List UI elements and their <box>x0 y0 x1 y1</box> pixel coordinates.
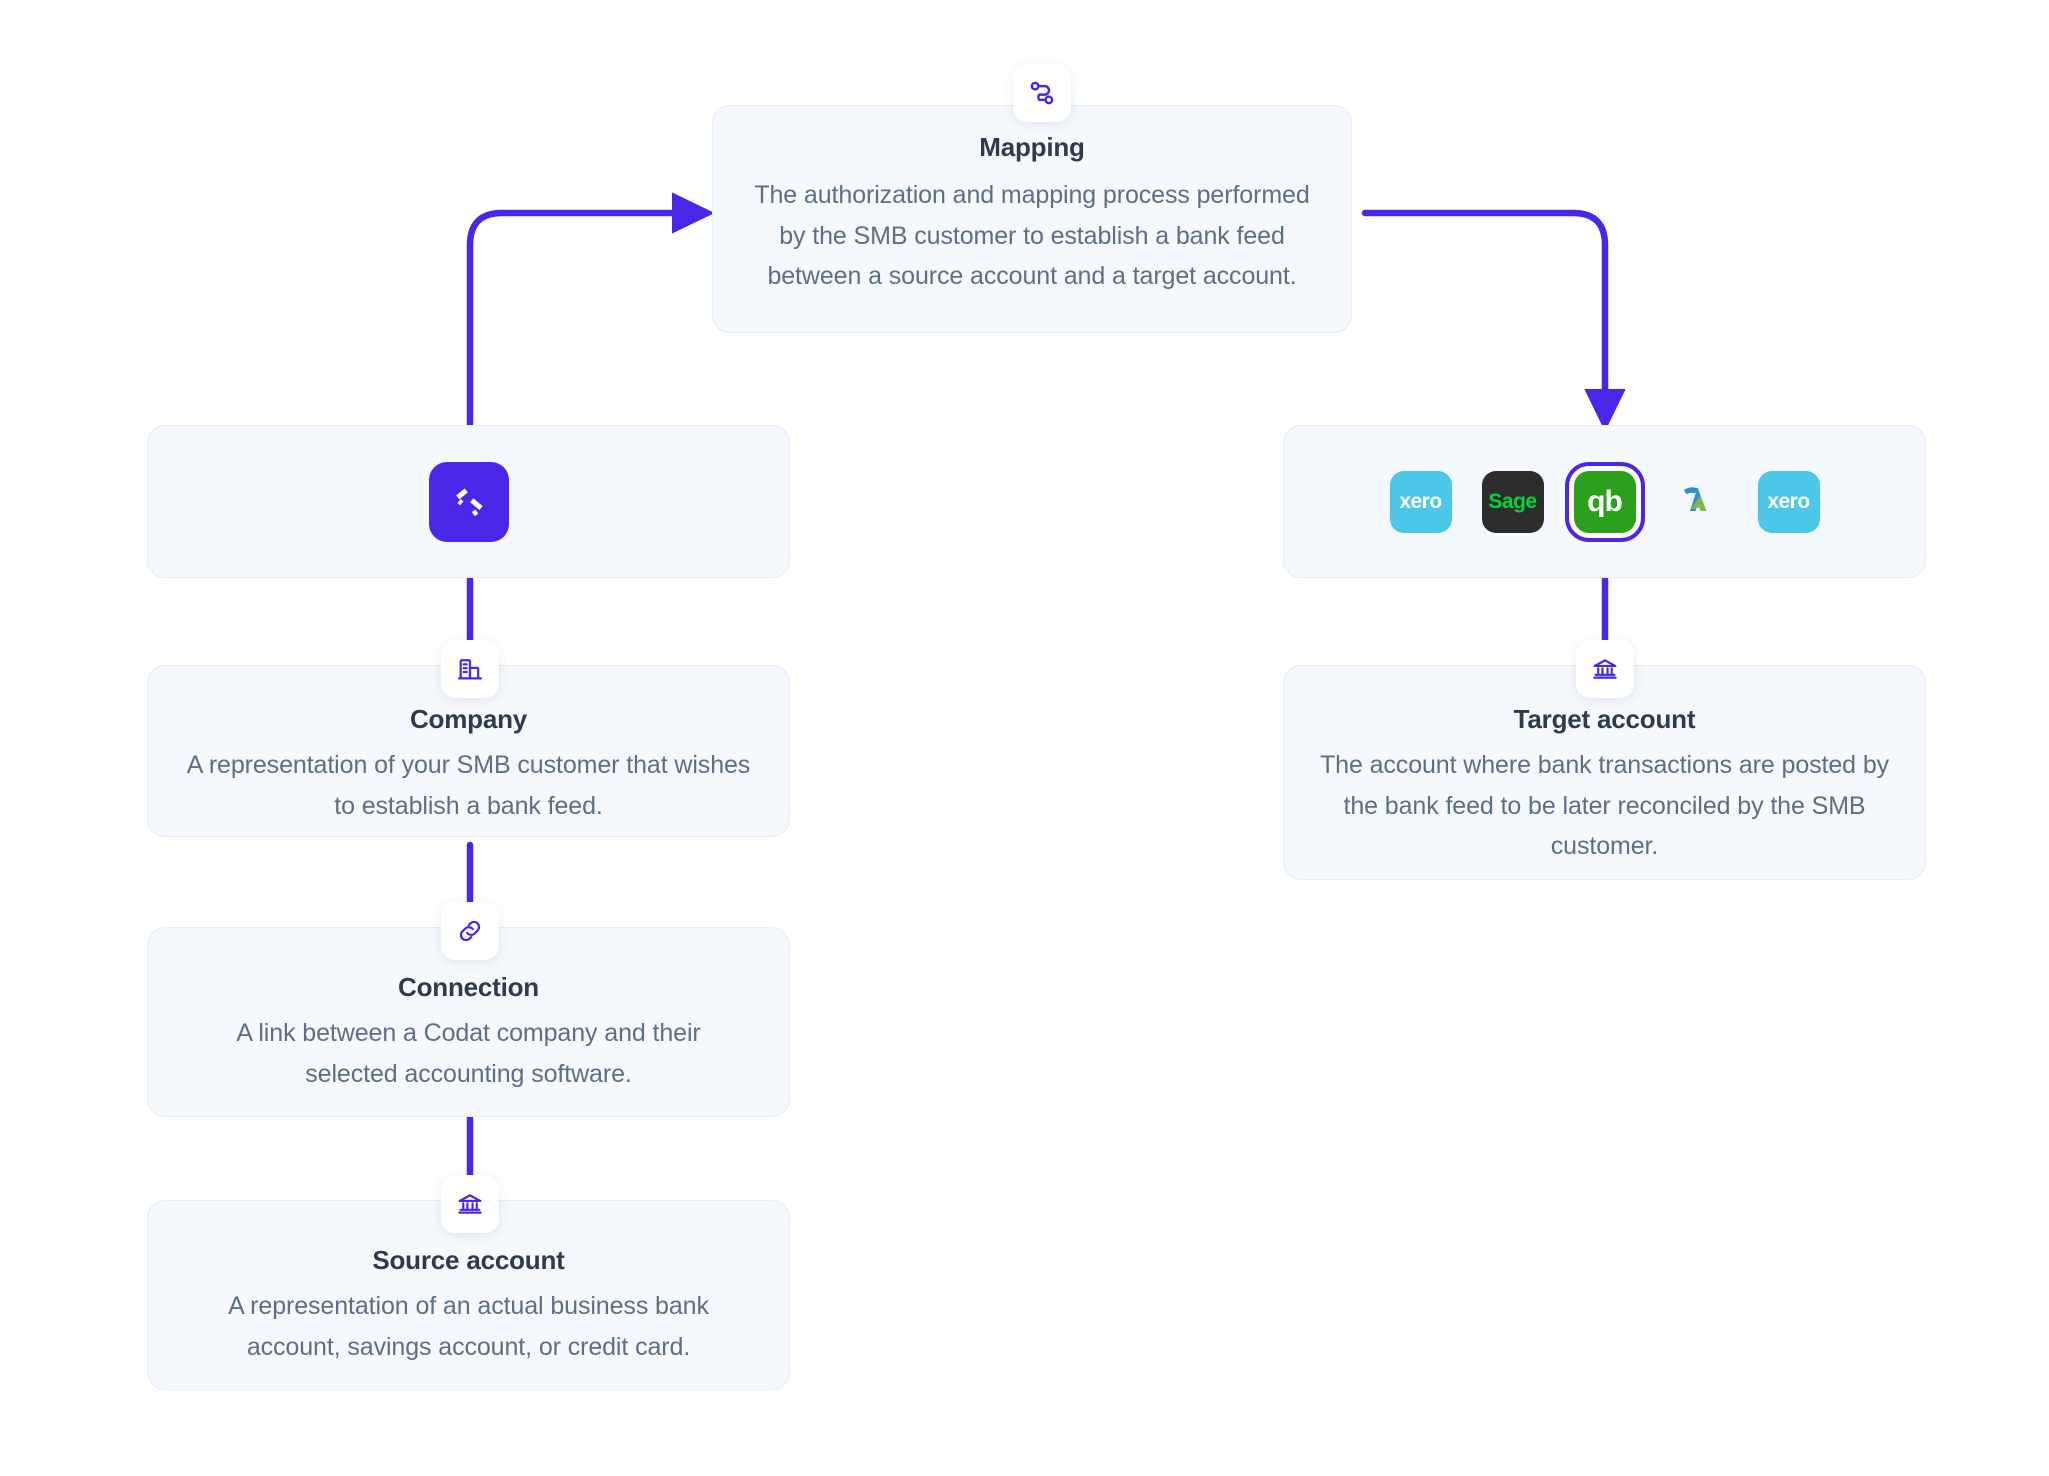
mapping-icon-badge <box>1013 64 1071 122</box>
accounting-software-card: xero Sage qb xero <box>1283 425 1926 578</box>
building-icon <box>456 655 484 683</box>
quickbooks-logo-label: qb <box>1587 484 1623 518</box>
source-account-title: Source account <box>372 1245 565 1275</box>
target-account-icon-badge <box>1576 640 1634 698</box>
route-icon <box>1027 78 1057 108</box>
wire-mapping-to-software <box>1361 209 1626 432</box>
connection-title: Connection <box>398 972 539 1002</box>
logo-tile-quickbooks-selected[interactable]: qb <box>1564 461 1645 542</box>
sage-logo-label: Sage <box>1488 489 1537 513</box>
freeagent-logo-icon <box>1675 477 1719 526</box>
logo-tile-sage[interactable]: Sage <box>1481 470 1544 533</box>
link-icon <box>456 917 484 945</box>
source-account-description: A representation of an actual business b… <box>228 1292 709 1361</box>
codat-logo-card <box>147 425 790 578</box>
bank-icon <box>1591 655 1619 683</box>
company-description: A representation of your SMB customer th… <box>186 751 751 820</box>
logo-tile-xero-1[interactable]: xero <box>1389 470 1452 533</box>
bank-icon <box>456 1190 484 1218</box>
company-icon-badge <box>441 640 499 698</box>
mapping-card: Mapping The authorization and mapping pr… <box>712 105 1352 333</box>
mapping-description: The authorization and mapping process pe… <box>754 181 1310 291</box>
mapping-title: Mapping <box>979 132 1085 162</box>
source-account-card: Source account A representation of an ac… <box>147 1200 790 1390</box>
wire-codat-to-mapping <box>466 192 715 429</box>
logo-tile-freeagent[interactable] <box>1665 470 1728 533</box>
codat-logo-icon <box>428 461 509 542</box>
company-title: Company <box>409 704 528 734</box>
xero-logo-label-2: xero <box>1767 489 1810 513</box>
connection-description: A link between a Codat company and their… <box>236 1019 701 1088</box>
target-account-description: The account where bank transactions are … <box>1319 751 1890 861</box>
xero-logo-label: xero <box>1399 489 1442 513</box>
logo-tile-xero-2[interactable]: xero <box>1757 470 1820 533</box>
target-account-title: Target account <box>1513 704 1696 734</box>
source-account-icon-badge <box>441 1175 499 1233</box>
connection-icon-badge <box>441 902 499 960</box>
